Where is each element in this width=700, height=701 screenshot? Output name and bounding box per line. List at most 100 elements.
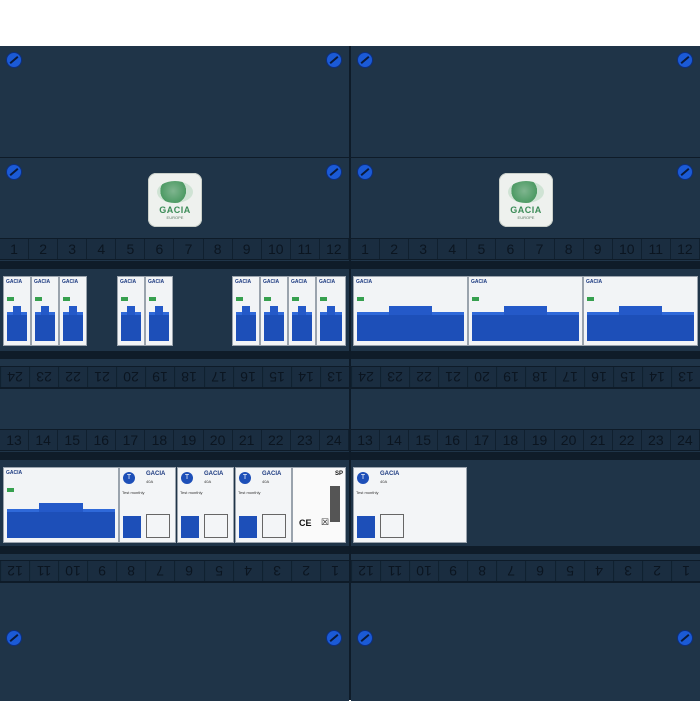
screw-icon: [6, 164, 22, 180]
din-rail: [0, 261, 349, 269]
top-cover-right: [351, 46, 700, 156]
breaker-toggle[interactable]: [63, 306, 83, 341]
globe-icon: [508, 180, 544, 203]
rcbo-group[interactable]: GACIA: [468, 276, 583, 346]
circuit-number: 2: [290, 561, 320, 581]
test-button-icon[interactable]: T: [357, 472, 369, 484]
brand-name: GACIA: [510, 204, 542, 215]
circuit-number: 2: [380, 239, 410, 259]
globe-icon: [157, 180, 193, 203]
circuit-number: 3: [409, 239, 439, 259]
circuit-breaker[interactable]: GACIA: [31, 276, 59, 346]
circuit-number: 7: [496, 561, 526, 581]
rcbo-toggle[interactable]: [587, 306, 694, 341]
circuit-number: 13: [319, 367, 349, 387]
circuit-numbers-mid-right: 24 23 22 21 20 19 18 17 16 15 14 13: [351, 366, 700, 388]
circuit-number: 14: [380, 430, 410, 450]
breaker-toggle[interactable]: [264, 306, 284, 341]
circuit-number: 1: [319, 561, 349, 581]
screw-icon: [326, 630, 342, 646]
rcd-module[interactable]: T GACIA 40A Test monthly: [119, 467, 176, 543]
circuit-number: 1: [351, 239, 381, 259]
circuit-number: 5: [203, 561, 233, 581]
main-switch-toggle[interactable]: [7, 503, 115, 538]
circuit-number: 8: [116, 561, 146, 581]
circuit-breaker[interactable]: GACIA: [59, 276, 87, 346]
circuit-number: 6: [525, 561, 555, 581]
circuit-breaker[interactable]: GACIA: [145, 276, 173, 346]
test-button-icon[interactable]: T: [239, 472, 251, 484]
din-rail: [351, 261, 700, 269]
din-rail: [351, 351, 700, 359]
circuit-number: 8: [204, 239, 233, 259]
din-rail: [351, 452, 700, 460]
spacer-cover-left: [0, 388, 349, 429]
surge-protector[interactable]: SP CE ☒: [292, 467, 346, 543]
rcbo-toggle[interactable]: [472, 306, 579, 341]
brand-logo: GACIA EUROPE: [499, 173, 553, 227]
screw-icon: [677, 630, 693, 646]
circuit-number: 1: [670, 561, 700, 581]
rcd-toggle[interactable]: [123, 516, 141, 538]
circuit-number: 1: [0, 239, 30, 259]
breaker-toggle[interactable]: [292, 306, 312, 341]
circuit-breaker[interactable]: GACIA: [316, 276, 346, 346]
breaker-toggle[interactable]: [236, 306, 256, 341]
rcd-toggle[interactable]: [239, 516, 257, 538]
circuit-number: 22: [58, 367, 88, 387]
rcd-toggle[interactable]: [181, 516, 199, 538]
rcd-module[interactable]: T GACIA 40A Test monthly: [235, 467, 292, 543]
circuit-number: 19: [525, 430, 555, 450]
breaker-toggle[interactable]: [121, 306, 141, 341]
breaker-toggle[interactable]: [35, 306, 55, 341]
circuit-diagram-icon: [380, 514, 404, 538]
circuit-number: 4: [438, 239, 468, 259]
test-button-icon[interactable]: T: [181, 472, 193, 484]
circuit-number: 19: [145, 367, 175, 387]
breaker-toggle[interactable]: [149, 306, 169, 341]
circuit-number: 5: [554, 561, 584, 581]
test-button-icon[interactable]: T: [123, 472, 135, 484]
circuit-number: 7: [174, 239, 204, 259]
rcbo-group[interactable]: GACIA: [583, 276, 698, 346]
main-switch[interactable]: GACIA: [3, 467, 119, 543]
circuit-breaker[interactable]: GACIA: [3, 276, 31, 346]
brand-sub: EUROPE: [517, 214, 535, 220]
circuit-number: 23: [642, 430, 671, 450]
circuit-number: 21: [438, 367, 468, 387]
breaker-toggle[interactable]: [7, 306, 27, 341]
circuit-number: 10: [262, 239, 291, 259]
circuit-number: 12: [0, 561, 30, 581]
circuit-breaker[interactable]: GACIA: [260, 276, 288, 346]
circuit-number: 15: [58, 430, 88, 450]
bottom-cover-left: [0, 582, 349, 701]
circuit-number: 23: [291, 430, 320, 450]
circuit-number: 9: [584, 239, 613, 259]
circuit-breaker[interactable]: GACIA: [117, 276, 145, 346]
distribution-board: GACIA EUROPE 1 2 3 4 5 6 7 8 9 10 11 12 …: [0, 46, 700, 701]
spacer-cover-right: [351, 388, 700, 429]
circuit-breaker[interactable]: GACIA: [288, 276, 316, 346]
rcd-module[interactable]: T GACIA 40A Test monthly: [177, 467, 234, 543]
column-divider: [349, 46, 351, 700]
circuit-number: 10: [58, 561, 88, 581]
circuit-number: 20: [555, 430, 584, 450]
screw-icon: [357, 52, 373, 68]
brand-logo: GACIA EUROPE: [148, 173, 202, 227]
rcd-toggle[interactable]: [357, 516, 375, 538]
screw-icon: [326, 52, 342, 68]
breaker-toggle[interactable]: [320, 306, 342, 341]
rcd-module[interactable]: T GACIA 40A Test monthly: [353, 467, 467, 543]
spd-cartridge[interactable]: [330, 486, 340, 522]
circuit-breaker[interactable]: GACIA: [232, 276, 260, 346]
circuit-number: 3: [58, 239, 88, 259]
rcbo-group[interactable]: GACIA: [353, 276, 468, 346]
circuit-number: 20: [116, 367, 146, 387]
din-rail: [0, 351, 349, 359]
rcbo-toggle[interactable]: [357, 306, 464, 341]
bottom-cover-right: [351, 582, 700, 701]
circuit-number: 24: [320, 430, 349, 450]
circuit-numbers-bottom-right: 12 11 10 9 8 7 6 5 4 3 2 1: [351, 560, 700, 582]
circuit-number: 22: [409, 367, 439, 387]
circuit-number: 21: [233, 430, 262, 450]
